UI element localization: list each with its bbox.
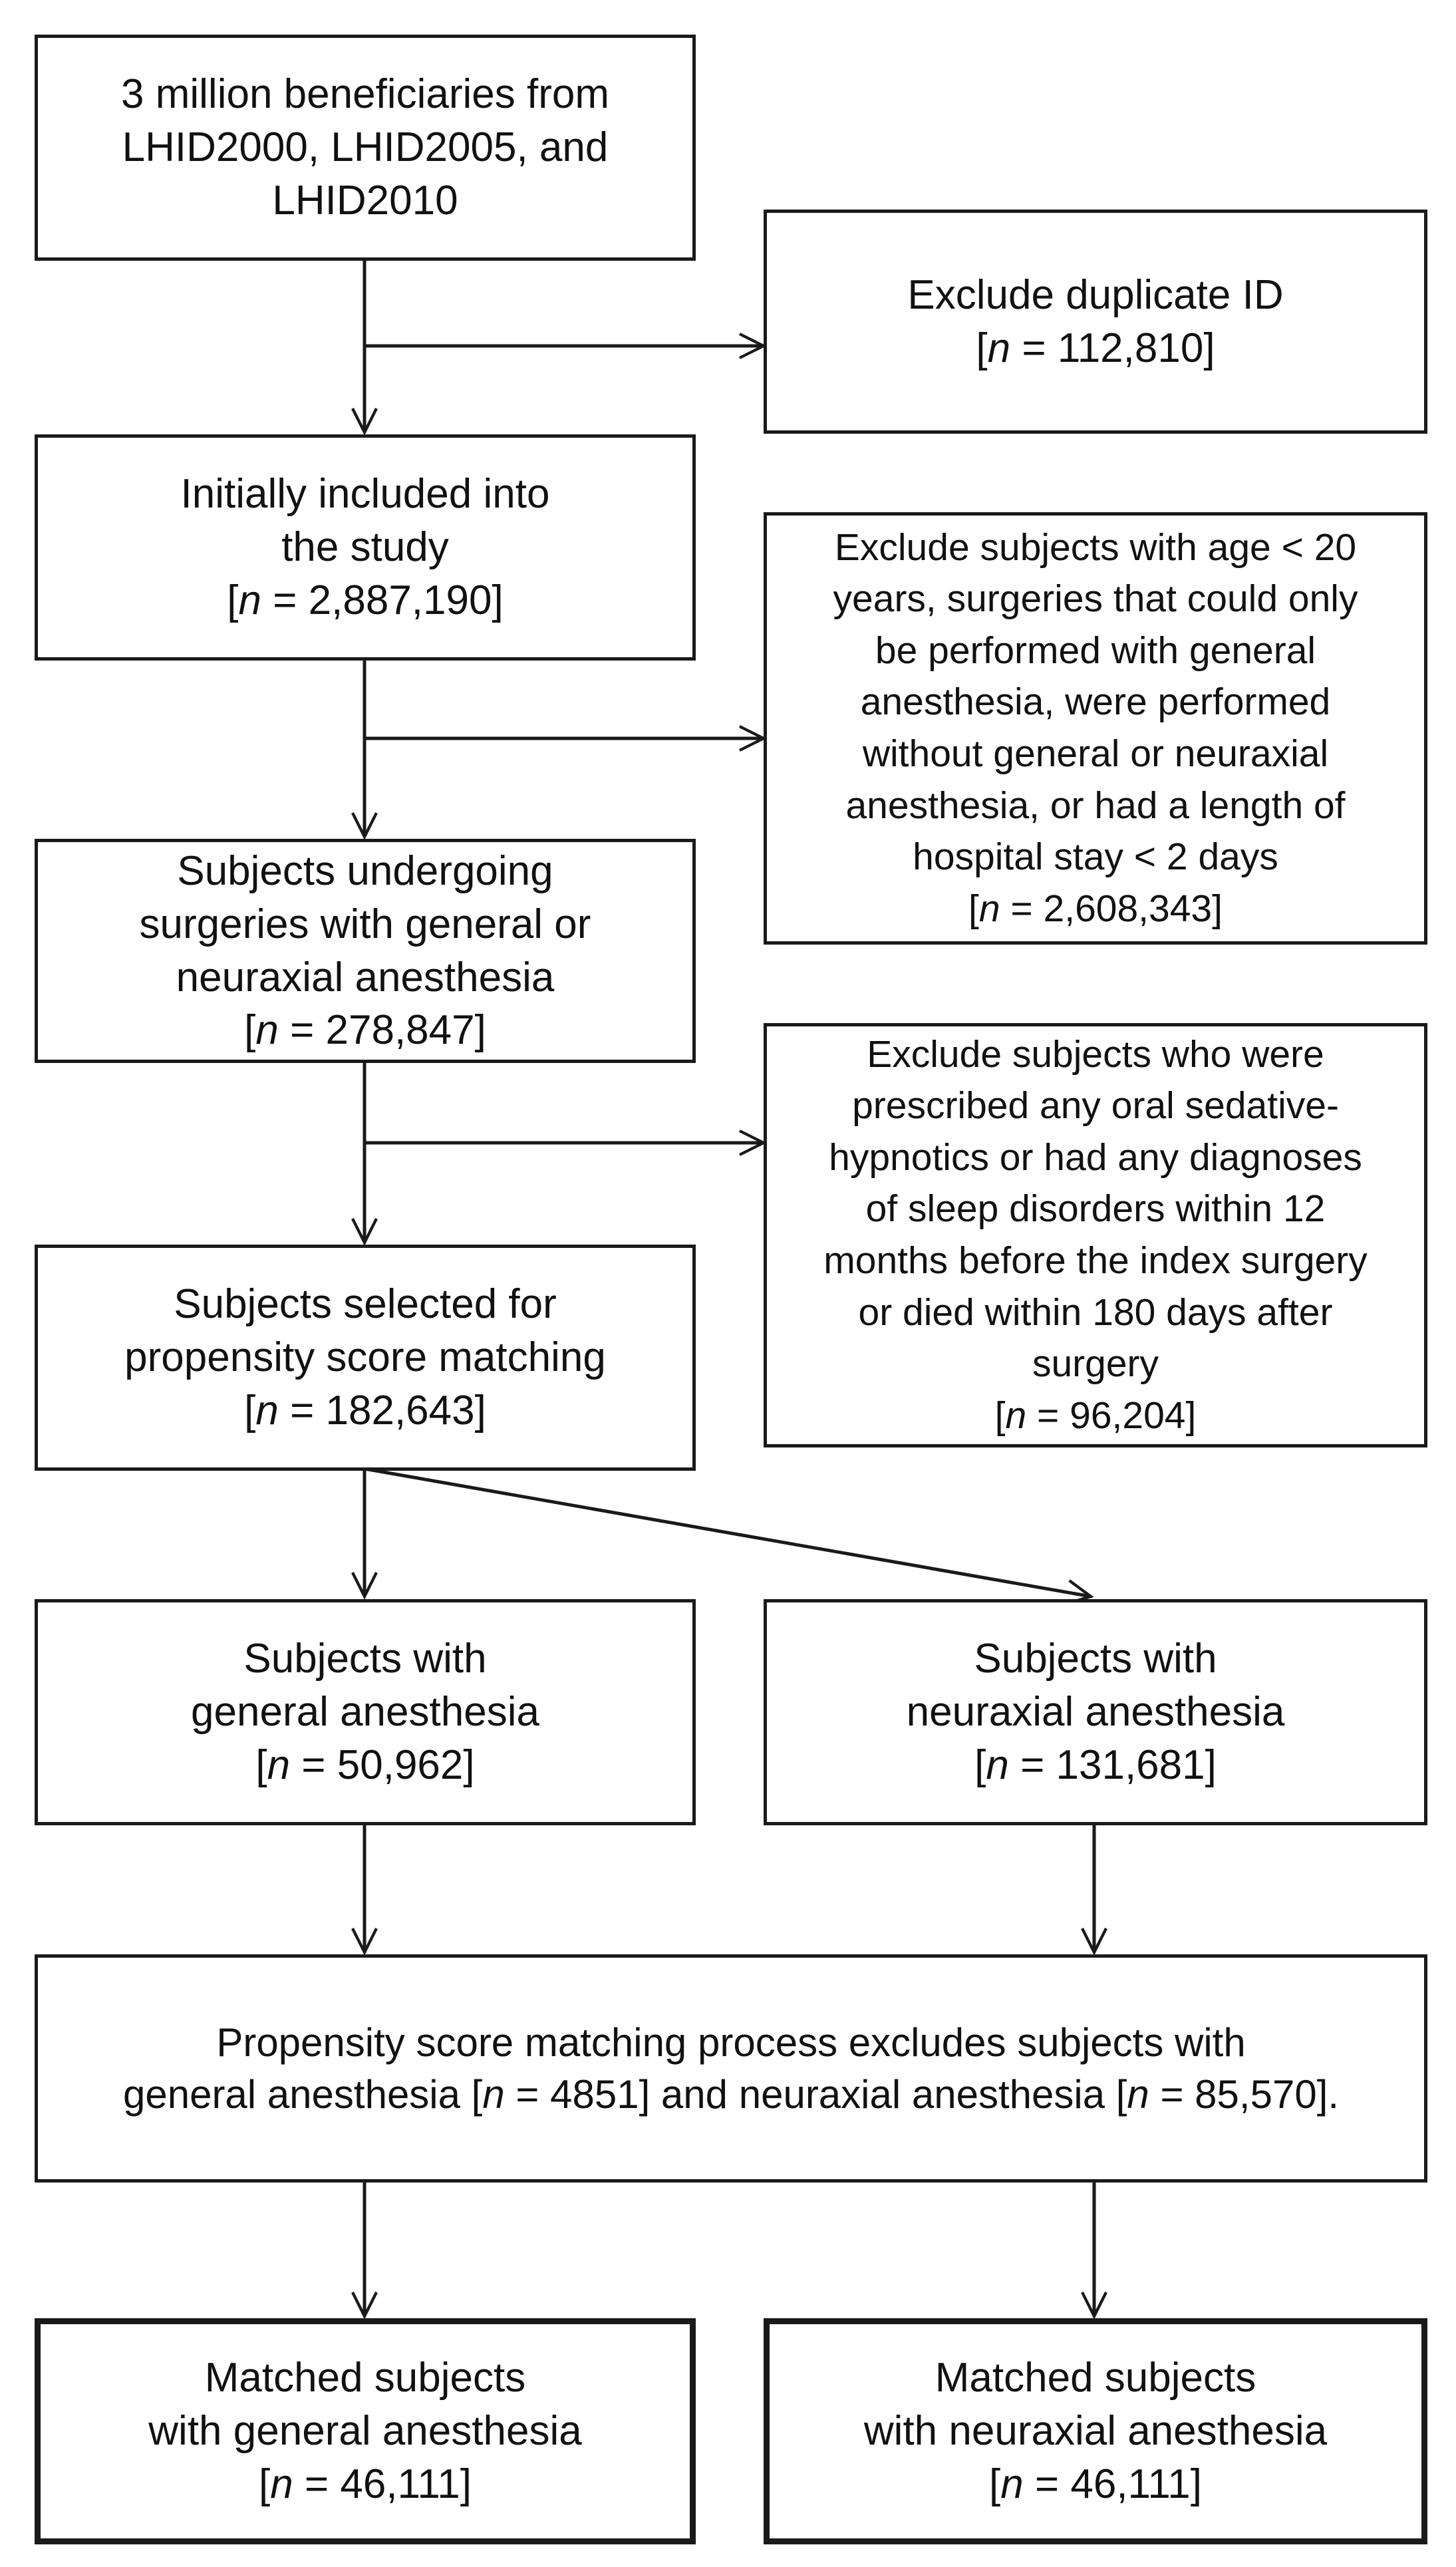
exclude-age-line-1: Exclude subjects with age < 20 — [834, 526, 1357, 569]
exclude-age-line-7: hospital stay < 2 days — [913, 835, 1278, 879]
exclude-duplicate-line-1: Exclude duplicate ID — [907, 271, 1284, 318]
psm-process-box: Propensity score matching process exclud… — [35, 1954, 1427, 2183]
exclude-age-line-6: anesthesia, or had a length of — [845, 784, 1346, 827]
initially-included-box: Initially included into the study [n = 2… — [35, 434, 696, 661]
matched-neuraxial-count: [n = 46,111] — [988, 2461, 1203, 2507]
neuraxial-line-2: neuraxial anesthesia — [906, 1689, 1285, 1736]
undergoing-count: [n = 278,847] — [244, 1007, 486, 1054]
general-anesthesia-box: Subjects with general anesthesia [n = 50… — [35, 1599, 696, 1825]
source-line-3: LHID2010 — [272, 177, 458, 224]
undergoing-line-2: surgeries with general or — [139, 901, 591, 947]
source-line-2: LHID2000, LHID2005, and — [122, 124, 609, 171]
matched-neuraxial-line-2: with neuraxial anesthesia — [863, 2408, 1328, 2455]
source-population-box: 3 million beneficiaries from LHID2000, L… — [35, 35, 696, 261]
general-line-2: general anesthesia — [191, 1689, 539, 1736]
exclude-sedative-line-3: hypnotics or had any diagnoses — [829, 1135, 1362, 1179]
undergoing-line-1: Subjects undergoing — [177, 847, 553, 894]
arrow-selected-to-neuraxial — [364, 1467, 1094, 1606]
selected-psm-line-1: Subjects selected for — [174, 1281, 557, 1328]
matched-general-line-1: Matched subjects — [204, 2355, 526, 2401]
general-line-1: Subjects with — [243, 1636, 487, 1682]
neuraxial-anesthesia-box: Subjects with neuraxial anesthesia [n = … — [764, 1599, 1427, 1825]
matched-neuraxial-line-1: Matched subjects — [935, 2355, 1256, 2401]
selected-psm-box: Subjects selected for propensity score m… — [35, 1245, 696, 1471]
undergoing-line-3: neuraxial anesthesia — [176, 954, 555, 1000]
psm-process-line-2: general anesthesia [n = 4851] and neurax… — [122, 2071, 1340, 2117]
exclude-sedative-line-5: months before the index surgery — [823, 1239, 1368, 1282]
initially-included-line-2: the study — [281, 524, 449, 571]
exclude-sedative-line-4: of sleep disorders within 12 — [865, 1187, 1326, 1231]
exclude-age-count: [n = 2,608,343] — [968, 887, 1223, 930]
matched-neuraxial-box: Matched subjects with neuraxial anesthes… — [764, 2318, 1427, 2544]
exclude-sedative-line-7: surgery — [1032, 1342, 1159, 1386]
exclude-duplicate-count: [n = 112,810] — [976, 325, 1215, 371]
exclude-sedative-count: [n = 96,204] — [994, 1394, 1197, 1437]
exclude-age-line-5: without general or neuraxial — [862, 732, 1329, 775]
neuraxial-count: [n = 131,681] — [974, 1741, 1217, 1788]
undergoing-surgery-box: Subjects undergoing surgeries with gener… — [35, 839, 696, 1063]
exclude-sedative-box: Exclude subjects who were prescribed any… — [764, 1023, 1427, 1447]
source-line-1: 3 million beneficiaries from — [121, 71, 609, 118]
initially-included-line-1: Initially included into — [180, 471, 550, 518]
general-count: [n = 50,962] — [255, 1741, 475, 1788]
neuraxial-line-1: Subjects with — [974, 1636, 1217, 1682]
selected-psm-count: [n = 182,643] — [244, 1387, 486, 1434]
exclude-sedative-line-2: prescribed any oral sedative- — [852, 1084, 1339, 1128]
matched-general-count: [n = 46,111] — [258, 2461, 472, 2507]
exclude-age-line-2: years, surgeries that could only — [833, 577, 1358, 621]
initially-included-count: [n = 2,887,190] — [227, 577, 504, 623]
matched-general-line-2: with general anesthesia — [148, 2408, 582, 2455]
selected-psm-line-2: propensity score matching — [124, 1334, 606, 1381]
exclude-age-line-3: be performed with general — [875, 629, 1316, 672]
matched-general-box: Matched subjects with general anesthesia… — [35, 2318, 696, 2544]
exclude-sedative-line-6: or died within 180 days after — [858, 1290, 1333, 1334]
exclude-duplicate-box: Exclude duplicate ID [n = 112,810] — [764, 210, 1427, 434]
exclude-age-box: Exclude subjects with age < 20 years, su… — [764, 512, 1427, 945]
exclude-age-line-4: anesthesia, were performed — [860, 680, 1331, 724]
exclude-sedative-line-1: Exclude subjects who were — [867, 1032, 1324, 1076]
psm-process-line-1: Propensity score matching process exclud… — [216, 2020, 1246, 2065]
